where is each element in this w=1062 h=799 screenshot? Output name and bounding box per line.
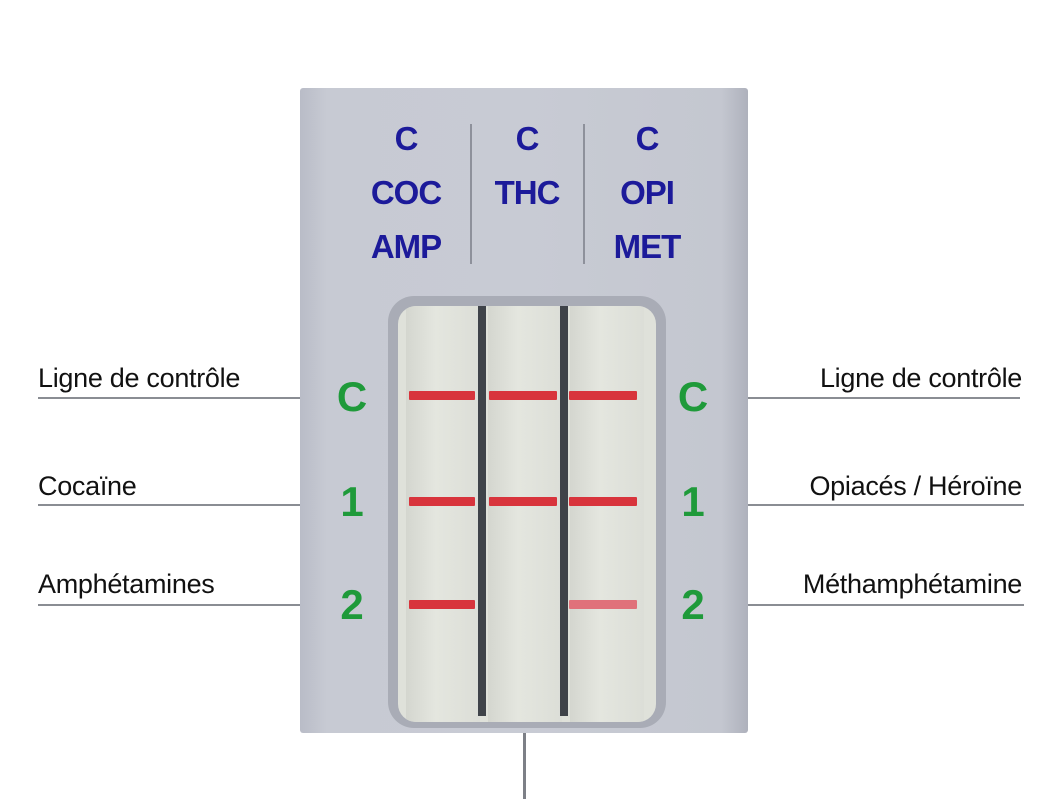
marker-left-control: C [336, 373, 368, 420]
header-column-thc: C THC [462, 112, 592, 220]
header-text: COC [370, 174, 442, 211]
label-left-control-line: Ligne de contrôle [38, 363, 241, 393]
marker-left-2: 2 [340, 581, 364, 628]
marker-right-2: 2 [681, 581, 705, 628]
strip-divider [560, 306, 568, 716]
marker-right-control: C [677, 373, 709, 420]
leader-line [38, 504, 300, 506]
band-strip-3-line-1 [569, 497, 637, 506]
leader-line [748, 504, 1024, 506]
label-right-control-line: Ligne de contrôle [819, 363, 1022, 393]
label-methamphetamine: Méthamphétamine [802, 569, 1022, 599]
band-strip-2-control [489, 391, 557, 400]
strip-divider [478, 306, 486, 716]
header-text: C [515, 120, 540, 157]
header-text: AMP [370, 228, 442, 265]
label-amphetamines: Amphétamines [38, 569, 215, 599]
leader-line [748, 604, 1024, 606]
header-text: THC [494, 174, 561, 211]
band-strip-3-control [569, 391, 637, 400]
marker-right-1: 1 [681, 478, 705, 525]
band-strip-1-control [409, 391, 475, 400]
pointer-stem [523, 733, 526, 799]
header-text: OPI [620, 174, 675, 211]
header-column-opi-met: C OPI MET [582, 112, 712, 274]
leader-line [748, 397, 1020, 399]
header-text: C [394, 120, 419, 157]
band-strip-3-line-2 [569, 600, 637, 609]
leader-line [38, 397, 300, 399]
test-strip-3 [570, 306, 644, 722]
band-strip-2-line-1 [489, 497, 557, 506]
label-opiates-heroin: Opiacés / Héroïne [809, 471, 1022, 501]
leader-line [38, 604, 300, 606]
band-strip-1-line-1 [409, 497, 475, 506]
label-cocaine: Cocaïne [38, 471, 137, 501]
result-window [398, 306, 656, 722]
header-column-coc-amp: C COC AMP [341, 112, 471, 274]
test-strip-2 [488, 306, 562, 722]
test-strip-1 [406, 306, 480, 722]
header-separator [583, 124, 585, 264]
header-text: C [635, 120, 660, 157]
header-text: MET [613, 228, 682, 265]
header-separator [470, 124, 472, 264]
band-strip-1-line-2 [409, 600, 475, 609]
marker-left-1: 1 [340, 478, 364, 525]
